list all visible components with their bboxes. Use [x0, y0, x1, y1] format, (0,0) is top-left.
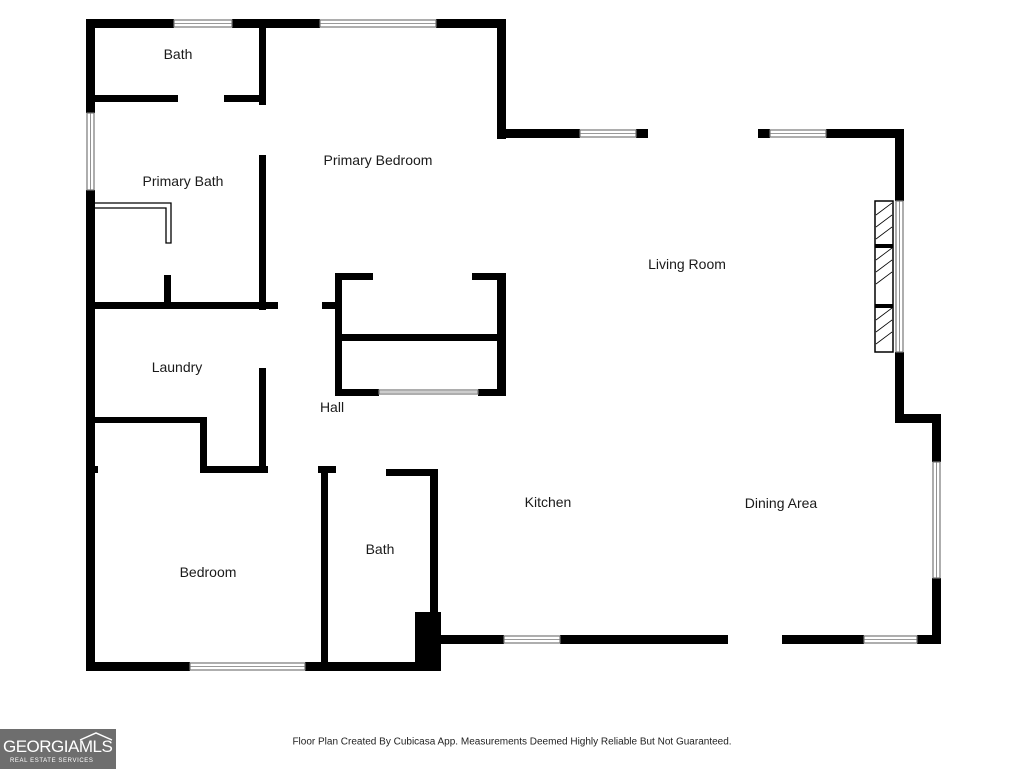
- disclaimer-text: Floor Plan Created By Cubicasa App. Meas…: [292, 736, 732, 748]
- logo-wordmark: GEORGIAMLS: [3, 737, 113, 756]
- room-label-dining-area: Dining Area: [744, 495, 818, 511]
- room-label-primary-bedroom: Primary Bedroom: [323, 152, 433, 168]
- wall-segment: [200, 417, 207, 471]
- wall-segment: [758, 129, 770, 138]
- wall-segment: [895, 129, 904, 201]
- logo-tagline: REAL ESTATE SERVICES: [10, 758, 94, 764]
- wall-segment: [318, 466, 336, 473]
- wall-segment: [232, 19, 320, 28]
- wall-segment: [497, 129, 580, 138]
- fireplace-hatch: [875, 319, 893, 333]
- room-label-primary-bath: Primary Bath: [142, 173, 224, 189]
- room-label-kitchen: Kitchen: [524, 494, 572, 510]
- fireplace-hatch: [875, 259, 893, 273]
- wall-segment: [164, 275, 171, 305]
- georgia-mls-logo: GEORGIAMLS REAL ESTATE SERVICES: [0, 729, 116, 769]
- wall-segment: [86, 417, 206, 423]
- wall-segment: [472, 273, 504, 280]
- wall-segment: [86, 466, 98, 473]
- wall-segment: [895, 414, 941, 423]
- room-label-living-room: Living Room: [648, 256, 726, 272]
- room-label-bath-upper: Bath: [163, 46, 193, 62]
- wall-segment: [335, 334, 503, 341]
- room-label-hall: Hall: [319, 399, 345, 415]
- wall-segment: [782, 635, 864, 644]
- wall-segment: [86, 190, 95, 670]
- room-label-bath-lower: Bath: [365, 541, 395, 557]
- fireplace-hatch: [875, 202, 893, 216]
- house-roof-icon: [79, 732, 113, 741]
- wall-segment: [266, 302, 278, 309]
- wall-segment: [932, 414, 941, 462]
- fireplace-hatch: [875, 226, 893, 240]
- walls-layer: [86, 19, 941, 671]
- wall-segment: [497, 19, 506, 139]
- wall-segment: [305, 662, 441, 671]
- fireplace-icon: [874, 200, 894, 353]
- wall-segment: [86, 95, 178, 102]
- fireplace-divider: [875, 304, 893, 308]
- wall-segment: [478, 389, 506, 396]
- shower-icon: [95, 202, 172, 244]
- wall-segment: [386, 469, 438, 476]
- wall-segment: [497, 273, 506, 395]
- room-label-bedroom: Bedroom: [179, 564, 237, 580]
- fixtures-layer: [95, 200, 894, 353]
- fireplace-hatch: [875, 214, 893, 228]
- fireplace-hatch: [875, 271, 893, 285]
- wall-segment: [86, 19, 95, 113]
- windows-layer: [86, 19, 941, 671]
- wall-segment: [636, 129, 648, 138]
- fireplace-divider: [875, 244, 893, 248]
- room-label-laundry: Laundry: [151, 359, 203, 375]
- wall-segment: [322, 302, 342, 309]
- wall-segment: [335, 389, 379, 396]
- wall-segment: [895, 352, 904, 422]
- floor-plan-drawing: [86, 19, 941, 671]
- wall-segment: [86, 19, 174, 28]
- fireplace-hatch: [875, 307, 893, 321]
- wall-segment: [430, 469, 438, 644]
- fireplace-hatch: [875, 247, 893, 261]
- wall-segment: [560, 635, 728, 644]
- wall-segment: [224, 95, 266, 102]
- wall-segment: [86, 302, 276, 309]
- wall-segment: [200, 466, 268, 473]
- fireplace-hatch: [875, 331, 893, 345]
- wall-segment: [321, 473, 328, 668]
- wall-segment: [917, 635, 941, 644]
- wall-segment: [826, 129, 904, 138]
- wall-segment: [335, 273, 373, 280]
- wall-segment: [436, 19, 506, 28]
- wall-segment: [932, 578, 941, 644]
- wall-segment: [259, 19, 266, 105]
- wall-segment: [259, 368, 266, 473]
- wall-segment: [436, 635, 504, 644]
- wall-segment: [86, 662, 190, 671]
- wall-segment: [259, 155, 266, 310]
